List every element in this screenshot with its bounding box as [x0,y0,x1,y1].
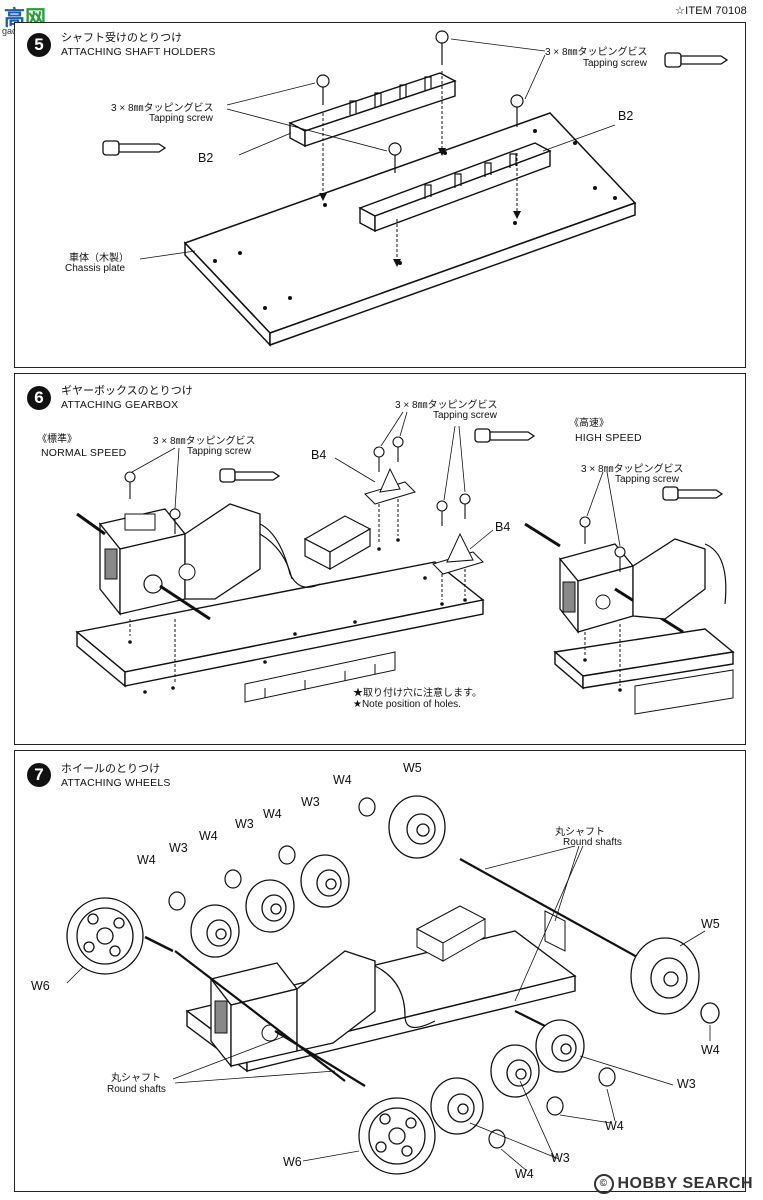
wheel-label-w4-bottom-right: W4 [605,1119,624,1133]
wheel-label-w6-left: W6 [31,979,50,993]
step6-screw-label-en-high: Tapping screw [615,474,679,485]
round-shafts-label-jp-right: 丸シャフト [555,827,605,838]
step6-screw-label-jp-normal: 3 × 8㎜タッピングビス [153,436,256,447]
normal-speed-label-jp: 《標準》 [37,434,77,445]
step6-illustration [75,411,735,715]
step6-screw-label-jp-center: 3 × 8㎜タッピングビス [395,400,498,411]
wheel-label-w3-bottom: W3 [551,1151,570,1165]
wheel-label-w5-right: W5 [701,917,720,931]
step5-screw-label-en-left: Tapping screw [149,113,213,124]
item-number: ☆ITEM 70108 [675,5,747,17]
step7-title-en: ATTACHING WHEELS [61,777,171,789]
part-b2-left-label: B2 [198,151,214,165]
step7-panel: 7 ホイールのとりつけ ATTACHING WHEELS W4 W3 W4 W3… [14,750,746,1192]
step5-screw-label-jp-left: 3 × 8㎜タッピングビス [111,103,214,114]
wheel-label-w4-1: W4 [137,853,156,867]
wheel-label-w4-right: W4 [701,1043,720,1057]
step7-number: 7 [27,763,51,787]
normal-speed-label-en: NORMAL SPEED [41,447,127,459]
step6-number: 6 [27,386,51,410]
part-b4-upper-label: B4 [311,448,327,462]
high-speed-label-jp: 《高速》 [569,418,609,429]
round-shafts-label-en-right: Round shafts [563,837,622,848]
wheel-label-w4-3: W4 [263,807,282,821]
part-b4-lower-label: B4 [495,520,511,534]
hobby-search-watermark: ©HOBBY SEARCH [593,1174,754,1194]
step5-panel: 5 シャフト受けのとりつけ ATTACHING SHAFT HOLDERS 3 … [14,22,746,368]
wheel-label-w3-3: W3 [301,795,320,809]
chassis-label-jp: 車体（木製） [69,253,129,264]
step7-illustration [66,795,720,1175]
step5-title-en: ATTACHING SHAFT HOLDERS [61,46,216,58]
wheel-label-w5-top: W5 [403,761,422,775]
wheel-label-w3-1: W3 [169,841,188,855]
chassis-label-en: Chassis plate [65,263,126,274]
holes-note-en: ★Note position of holes. [353,699,461,710]
wheel-label-w6-bottom: W6 [283,1155,302,1169]
step5-title-jp: シャフト受けのとりつけ [61,31,183,44]
high-speed-label-en: HIGH SPEED [575,432,642,444]
holes-note-jp: ★取り付け穴に注意します。 [353,688,482,699]
wheel-label-w4-2: W4 [199,829,218,843]
round-shafts-label-jp-left: 丸シャフト [111,1073,161,1084]
step7-title-jp: ホイールのとりつけ [61,762,161,775]
step5-screw-label-en-right: Tapping screw [583,58,647,69]
step5-number: 5 [27,33,51,57]
step5-screw-label-jp-right: 3 × 8㎜タッピングビス [545,47,648,58]
wheel-label-w4-bottom: W4 [515,1167,534,1181]
wheel-label-w3-right: W3 [677,1077,696,1091]
step6-title-en: ATTACHING GEARBOX [61,399,179,411]
step6-screw-label-en-center: Tapping screw [433,410,497,421]
part-b2-right-label: B2 [618,109,634,123]
step5-illustration [102,30,729,347]
step6-title-jp: ギヤーボックスのとりつけ [61,384,193,397]
wheel-label-w4-4: W4 [333,773,352,787]
step6-screw-label-en-normal: Tapping screw [187,446,251,457]
wheel-label-w3-2: W3 [235,817,254,831]
step6-screw-label-jp-high: 3 × 8㎜タッピングビス [581,464,684,475]
step6-panel: 6 ギヤーボックスのとりつけ ATTACHING GEARBOX 《標準》 NO… [14,373,746,745]
round-shafts-label-en-left: Round shafts [107,1084,166,1095]
